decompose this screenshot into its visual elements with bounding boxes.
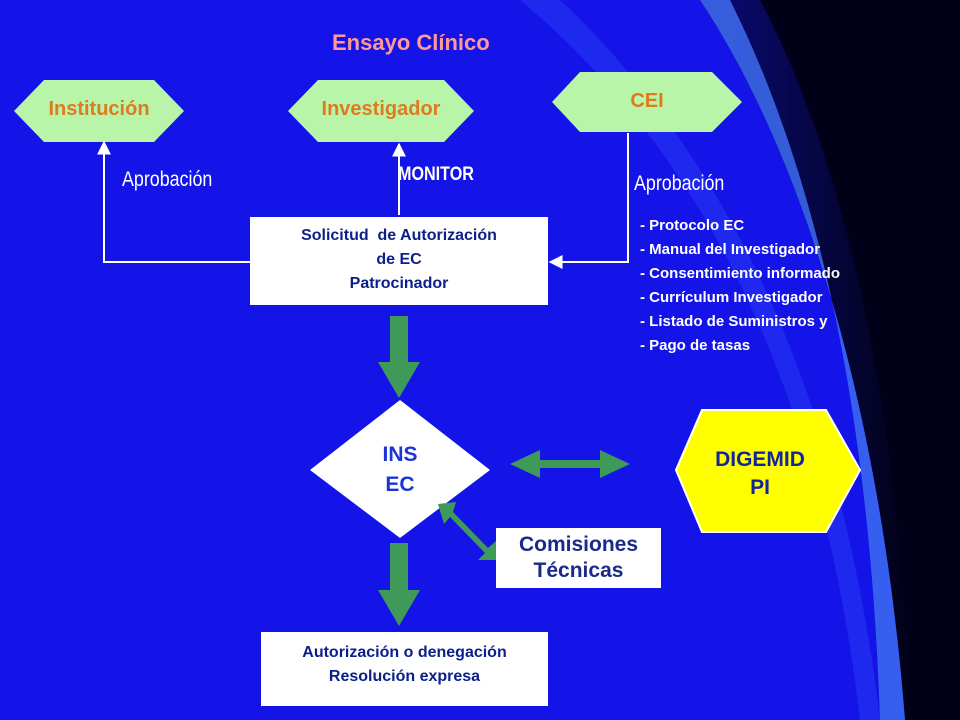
institucion-label: Institución [48, 98, 150, 120]
ins-label: INS EC [330, 440, 470, 500]
digemid-hexagon [674, 409, 862, 533]
comisiones-box: Comisiones Técnicas [496, 528, 661, 588]
comisiones-line-1: Comisiones [518, 533, 639, 556]
arrow-to-institucion [97, 140, 250, 263]
diagram-title: Ensayo Clínico [332, 30, 490, 55]
aprobacion-right-label: Aprobación [634, 172, 725, 195]
investigador-label: Investigador [321, 98, 441, 120]
document-item: - Listado de Suministros y [640, 313, 828, 330]
cei-hexagon [552, 72, 742, 132]
institucion-hexagon [14, 80, 184, 142]
document-item: - Protocolo EC [640, 217, 745, 234]
ins-line-1: INS [382, 443, 418, 466]
green-arrow-down-to-autorizacion [378, 543, 420, 626]
green-double-arrow-ins-digemid [510, 450, 630, 478]
arrow-cei-to-solicitud [548, 133, 629, 269]
solicitud-box: Solicitud de Autorización de EC Patrocin… [250, 217, 548, 305]
monitor-label: MONITOR [398, 164, 474, 185]
background-light-swoosh [700, 0, 905, 720]
autorizacion-line-1: Autorización o denegación [302, 644, 507, 661]
comisiones-line-2: Técnicas [533, 559, 624, 582]
green-arrow-down-to-ins [378, 316, 420, 398]
document-item: - Currículum Investigador [640, 289, 823, 306]
green-double-arrow-ins-comisiones [438, 502, 496, 560]
digemid-label: DIGEMID PI [690, 446, 830, 502]
document-item: - Pago de tasas [640, 337, 751, 354]
required-documents-list: - Protocolo EC - Manual del Investigador… [640, 214, 840, 358]
document-item: - Consentimiento informado [640, 265, 840, 282]
investigador-hexagon [288, 80, 474, 142]
autorizacion-box: Autorización o denegación Resolución exp… [261, 632, 548, 706]
digemid-line-2: PI [750, 476, 770, 499]
digemid-line-1: DIGEMID [715, 448, 805, 471]
solicitud-line-3: Patrocinador [349, 275, 449, 292]
autorizacion-line-2: Resolución expresa [328, 668, 481, 685]
cei-label: CEI [630, 90, 664, 112]
ins-line-2: EC [385, 473, 415, 496]
aprobacion-left-label: Aprobación [122, 168, 213, 191]
solicitud-line-2: de EC [376, 251, 422, 268]
document-item: - Manual del Investigador [640, 241, 821, 258]
solicitud-line-1: Solicitud de Autorización [301, 227, 497, 244]
background-night-swoosh [760, 0, 960, 720]
green-arrows [378, 316, 630, 626]
